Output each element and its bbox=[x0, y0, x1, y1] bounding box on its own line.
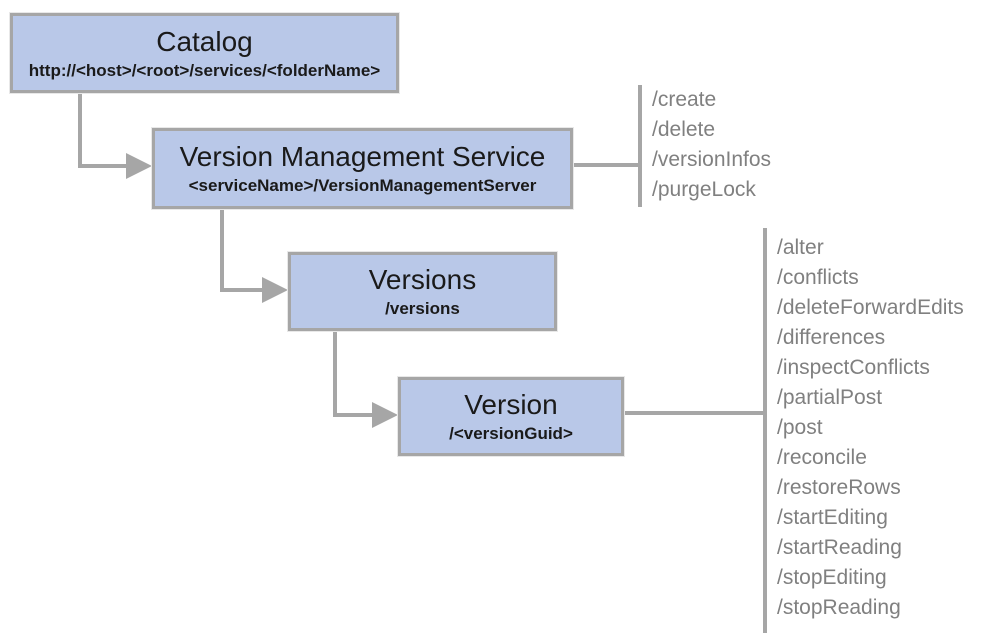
operation-item: /conflicts bbox=[777, 266, 859, 289]
operation-item: /versionInfos bbox=[652, 148, 772, 171]
connector-vms-to-versions-horizontal bbox=[220, 288, 262, 292]
node-catalog: Catalog http://<host>/<root>/services/<f… bbox=[10, 13, 399, 93]
operation-item: /stopEditing bbox=[777, 566, 887, 589]
version-operations-bracket-line bbox=[763, 228, 767, 633]
connector-version-to-operations-horizontal bbox=[624, 411, 763, 415]
node-version-title: Version bbox=[464, 389, 558, 420]
connector-vms-to-operations-horizontal bbox=[573, 163, 638, 167]
vms-operations-list: /create/delete/versionInfos/purgeLock bbox=[652, 85, 771, 205]
operation-item: /delete bbox=[652, 118, 716, 141]
connector-versions-to-version-vertical bbox=[333, 331, 337, 415]
connector-catalog-to-vms-vertical bbox=[78, 93, 82, 168]
vms-operations-bracket-line bbox=[638, 85, 642, 207]
connector-versions-to-version-horizontal bbox=[333, 413, 372, 417]
node-version: Version /<versionGuid> bbox=[398, 377, 624, 456]
operation-item: /purgeLock bbox=[652, 178, 756, 201]
operation-item: /startReading bbox=[777, 536, 902, 559]
node-vms-title: Version Management Service bbox=[179, 141, 546, 172]
operation-item: /differences bbox=[777, 326, 886, 349]
connector-vms-to-versions-vertical bbox=[220, 209, 224, 290]
operation-item: /deleteForwardEdits bbox=[777, 296, 964, 319]
operation-item: /startEditing bbox=[777, 506, 888, 529]
node-versions-title: Versions bbox=[368, 264, 477, 295]
node-version-management-service: Version Management Service <serviceName>… bbox=[152, 128, 573, 209]
operation-item: /create bbox=[652, 88, 717, 111]
node-catalog-title: Catalog bbox=[156, 25, 253, 57]
operation-item: /stopReading bbox=[777, 596, 901, 619]
operation-item: /partialPost bbox=[777, 386, 883, 409]
operation-item: /alter bbox=[777, 236, 824, 259]
operation-item: /restoreRows bbox=[777, 476, 901, 499]
operation-item: /reconcile bbox=[777, 446, 867, 469]
node-version-subtitle: /<versionGuid> bbox=[449, 424, 573, 443]
operation-item: /post bbox=[777, 416, 823, 439]
node-vms-subtitle: <serviceName>/VersionManagementServer bbox=[188, 176, 537, 195]
node-versions-subtitle: /versions bbox=[385, 299, 460, 318]
arrowhead-catalog-to-vms-icon bbox=[126, 153, 152, 179]
node-catalog-subtitle: http://<host>/<root>/services/<folderNam… bbox=[28, 60, 381, 80]
arrowhead-vms-to-versions-icon bbox=[262, 277, 288, 303]
node-versions: Versions /versions bbox=[288, 252, 557, 331]
operation-item: /inspectConflicts bbox=[777, 356, 930, 379]
version-operations-list: /alter/conflicts/deleteForwardEdits/diff… bbox=[777, 233, 964, 623]
arrowhead-versions-to-version-icon bbox=[372, 402, 398, 428]
connector-catalog-to-vms-horizontal bbox=[78, 164, 126, 168]
